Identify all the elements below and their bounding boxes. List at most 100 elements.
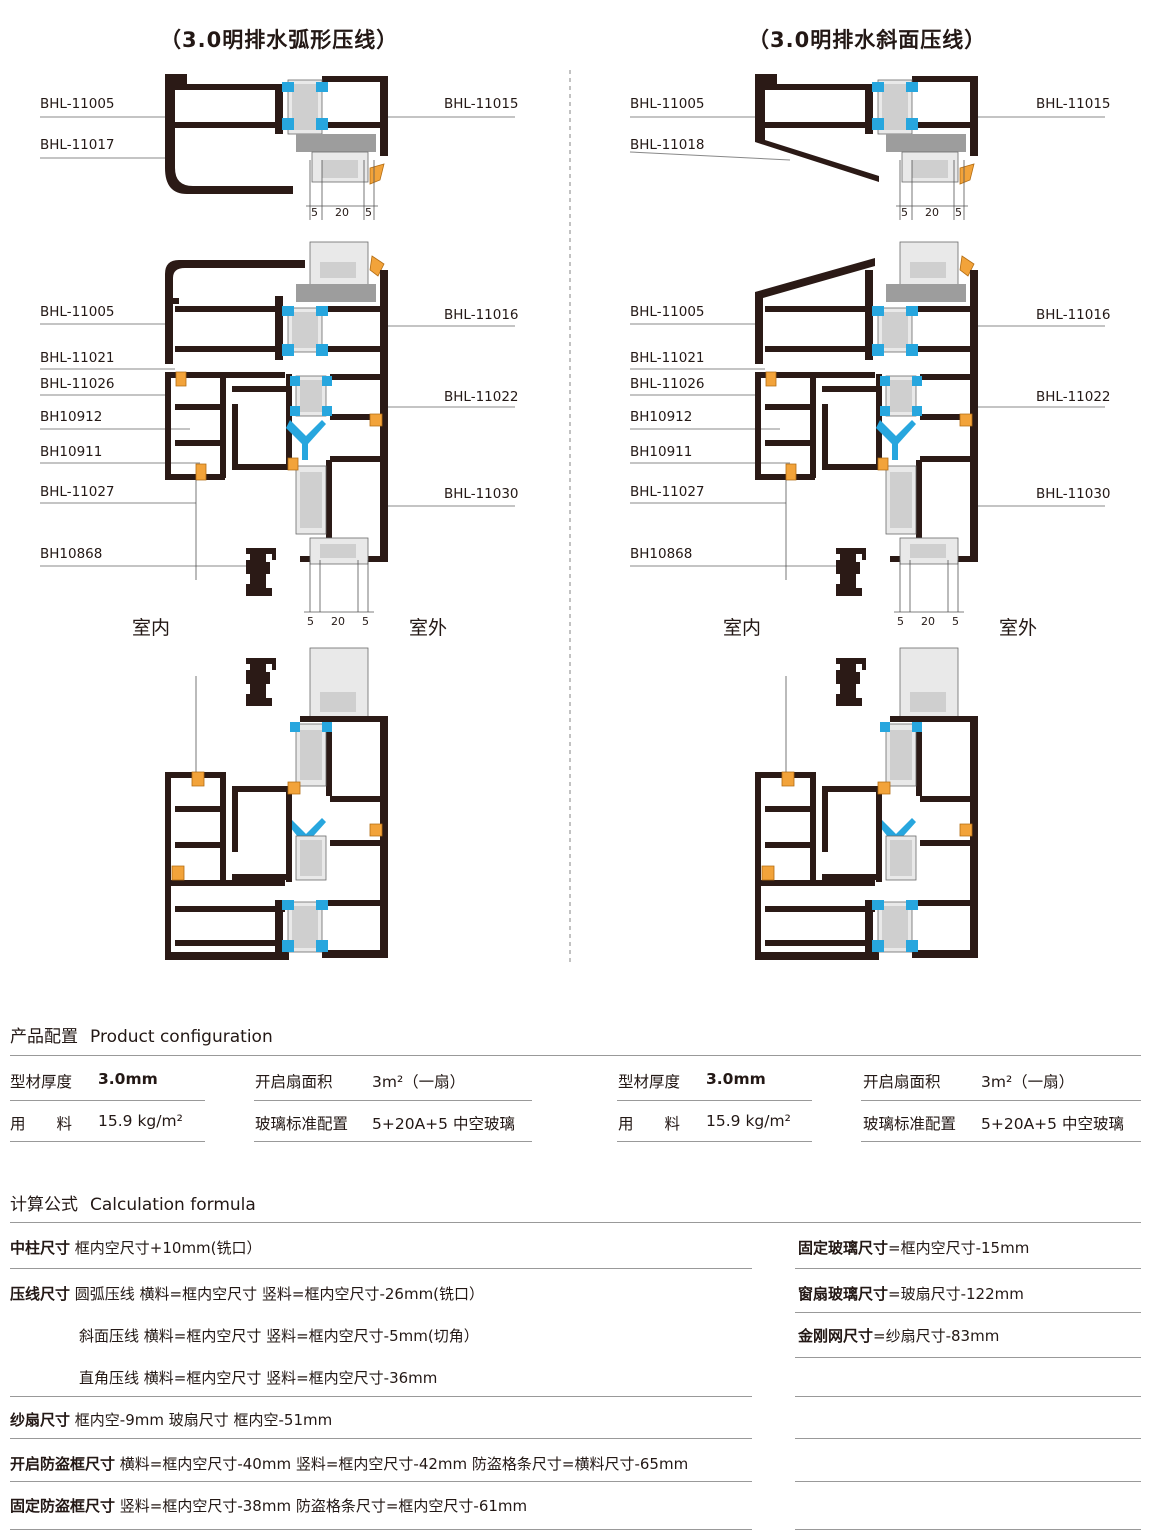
material-label: 用 料 bbox=[10, 1115, 73, 1133]
dim-mid-a: 5 bbox=[897, 615, 904, 628]
divider bbox=[10, 1268, 752, 1269]
divider bbox=[795, 1357, 1141, 1358]
dim-mid-a: 5 bbox=[307, 615, 314, 628]
divider bbox=[795, 1438, 1141, 1439]
divider bbox=[10, 1438, 752, 1439]
label-bh10911: BH10911 bbox=[630, 444, 693, 460]
glass-label: 玻璃标准配置 bbox=[255, 1115, 349, 1133]
formula-row: 中柱尺寸 框内空尺寸+10mm(铣口） bbox=[10, 1239, 262, 1257]
label-bhl-11015: BHL-11015 bbox=[1036, 96, 1111, 112]
divider bbox=[617, 1100, 812, 1101]
label-bhl-11016: BHL-11016 bbox=[444, 307, 519, 323]
center-divider bbox=[569, 70, 571, 965]
divider bbox=[795, 1312, 1141, 1313]
thickness-label: 型材厚度 bbox=[10, 1073, 73, 1091]
label-bhl-11005-mid: BHL-11005 bbox=[40, 304, 115, 320]
label-bhl-11022: BHL-11022 bbox=[1036, 389, 1111, 405]
divider bbox=[10, 1141, 205, 1142]
dim-top-c: 5 bbox=[955, 206, 962, 219]
clip-part bbox=[246, 548, 276, 706]
divider bbox=[795, 1396, 1141, 1397]
label-bhl-11005-mid: BHL-11005 bbox=[630, 304, 705, 320]
label-bhl-11026: BHL-11026 bbox=[630, 376, 705, 392]
label-bhl-11015: BHL-11015 bbox=[444, 96, 519, 112]
label-bhl-11021: BHL-11021 bbox=[630, 350, 705, 366]
dim-mid-b: 20 bbox=[331, 615, 345, 628]
divider bbox=[861, 1100, 1141, 1101]
bottom-section bbox=[165, 647, 388, 960]
divider bbox=[10, 1055, 1141, 1056]
material-value: 15.9 kg/m² bbox=[706, 1112, 791, 1130]
dim-top-a: 5 bbox=[901, 206, 908, 219]
label-bhl-11030: BHL-11030 bbox=[1036, 486, 1111, 502]
section-drawing-arc bbox=[40, 74, 515, 960]
label-bh10912: BH10912 bbox=[630, 409, 693, 425]
indoor-label: 室内 bbox=[723, 617, 762, 639]
diagram-title-left: （3.0明排水弧形压线） bbox=[160, 28, 399, 52]
dim-mid-b: 20 bbox=[921, 615, 935, 628]
material-label: 用 料 bbox=[618, 1115, 681, 1133]
divider bbox=[617, 1141, 812, 1142]
product-config-heading: 产品配置 Product configuration bbox=[10, 1022, 273, 1047]
label-bhl-11026: BHL-11026 bbox=[40, 376, 115, 392]
label-bhl-11005-top: BHL-11005 bbox=[630, 96, 705, 112]
formula-row: 压线尺寸 圆弧压线 横料=框内空尺寸 竖料=框内空尺寸-26mm(铣口） bbox=[10, 1285, 485, 1303]
formula-title-cn: 计算公式 bbox=[10, 1195, 78, 1215]
middle-section bbox=[755, 241, 978, 613]
label-bhl-11018: BHL-11018 bbox=[630, 137, 705, 153]
dim-top-c: 5 bbox=[365, 206, 372, 219]
dim-mid-c: 5 bbox=[362, 615, 369, 628]
diagram-left: BHL-11005 BHL-11017 BHL-11005 BHL-11021 … bbox=[0, 0, 580, 980]
dim-top-b: 20 bbox=[925, 206, 939, 219]
area-value: 3m²（一扇） bbox=[372, 1073, 466, 1091]
top-section bbox=[165, 74, 388, 220]
divider bbox=[795, 1481, 1141, 1482]
bottom-section bbox=[755, 647, 978, 960]
label-bhl-11030: BHL-11030 bbox=[444, 486, 519, 502]
formula-row: 窗扇玻璃尺寸=玻扇尺寸-122mm bbox=[798, 1285, 1024, 1303]
thickness-value: 3.0mm bbox=[706, 1070, 766, 1088]
top-section bbox=[755, 74, 978, 220]
middle-section bbox=[165, 241, 388, 613]
formula-row: 直角压线 横料=框内空尺寸 竖料=框内空尺寸-36mm bbox=[79, 1369, 438, 1387]
divider bbox=[861, 1141, 1141, 1142]
formula-row: 斜面压线 横料=框内空尺寸 竖料=框内空尺寸-5mm(切角） bbox=[79, 1327, 479, 1345]
section-drawing-slope bbox=[629, 74, 1105, 960]
divider bbox=[795, 1268, 1141, 1269]
label-bhl-11022: BHL-11022 bbox=[444, 389, 519, 405]
label-bh10912: BH10912 bbox=[40, 409, 103, 425]
label-bh10868: BH10868 bbox=[630, 546, 693, 562]
area-value: 3m²（一扇） bbox=[981, 1073, 1075, 1091]
area-label: 开启扇面积 bbox=[863, 1073, 941, 1091]
leader-lines bbox=[629, 116, 1105, 567]
divider bbox=[254, 1141, 532, 1142]
diagram-title-right: （3.0明排水斜面压线） bbox=[748, 28, 987, 52]
formula-row: 金刚网尺寸=纱扇尺寸-83mm bbox=[798, 1327, 1000, 1345]
label-bhl-11016: BHL-11016 bbox=[1036, 307, 1111, 323]
glass-value: 5+20A+5 中空玻璃 bbox=[372, 1115, 515, 1133]
label-bh10911: BH10911 bbox=[40, 444, 103, 460]
label-bhl-11017: BHL-11017 bbox=[40, 137, 115, 153]
divider bbox=[254, 1100, 532, 1101]
indoor-label: 室内 bbox=[132, 617, 171, 639]
label-bhl-11005-top: BHL-11005 bbox=[40, 96, 115, 112]
formula-row: 开启防盗框尺寸 横料=框内空尺寸-40mm 竖料=框内空尺寸-42mm 防盗格条… bbox=[10, 1455, 689, 1473]
thickness-label: 型材厚度 bbox=[618, 1073, 681, 1091]
glass-label: 玻璃标准配置 bbox=[863, 1115, 957, 1133]
product-config-title-cn: 产品配置 bbox=[10, 1027, 78, 1047]
dim-top-a: 5 bbox=[311, 206, 318, 219]
divider bbox=[10, 1529, 752, 1530]
label-bhl-11027: BHL-11027 bbox=[40, 484, 115, 500]
leader-lines bbox=[40, 116, 515, 567]
product-config-title-en: Product configuration bbox=[90, 1027, 273, 1047]
divider bbox=[795, 1529, 1141, 1530]
outdoor-label: 室外 bbox=[409, 617, 448, 639]
formula-row: 固定防盗框尺寸 竖料=框内空尺寸-38mm 防盗格条尺寸=框内空尺寸-61mm bbox=[10, 1497, 528, 1515]
material-value: 15.9 kg/m² bbox=[98, 1112, 183, 1130]
label-bh10868: BH10868 bbox=[40, 546, 103, 562]
label-bhl-11021: BHL-11021 bbox=[40, 350, 115, 366]
divider bbox=[10, 1100, 205, 1101]
diagram-right: BHL-11005 BHL-11018 BHL-11005 BHL-11021 … bbox=[590, 0, 1156, 980]
area-label: 开启扇面积 bbox=[255, 1073, 333, 1091]
